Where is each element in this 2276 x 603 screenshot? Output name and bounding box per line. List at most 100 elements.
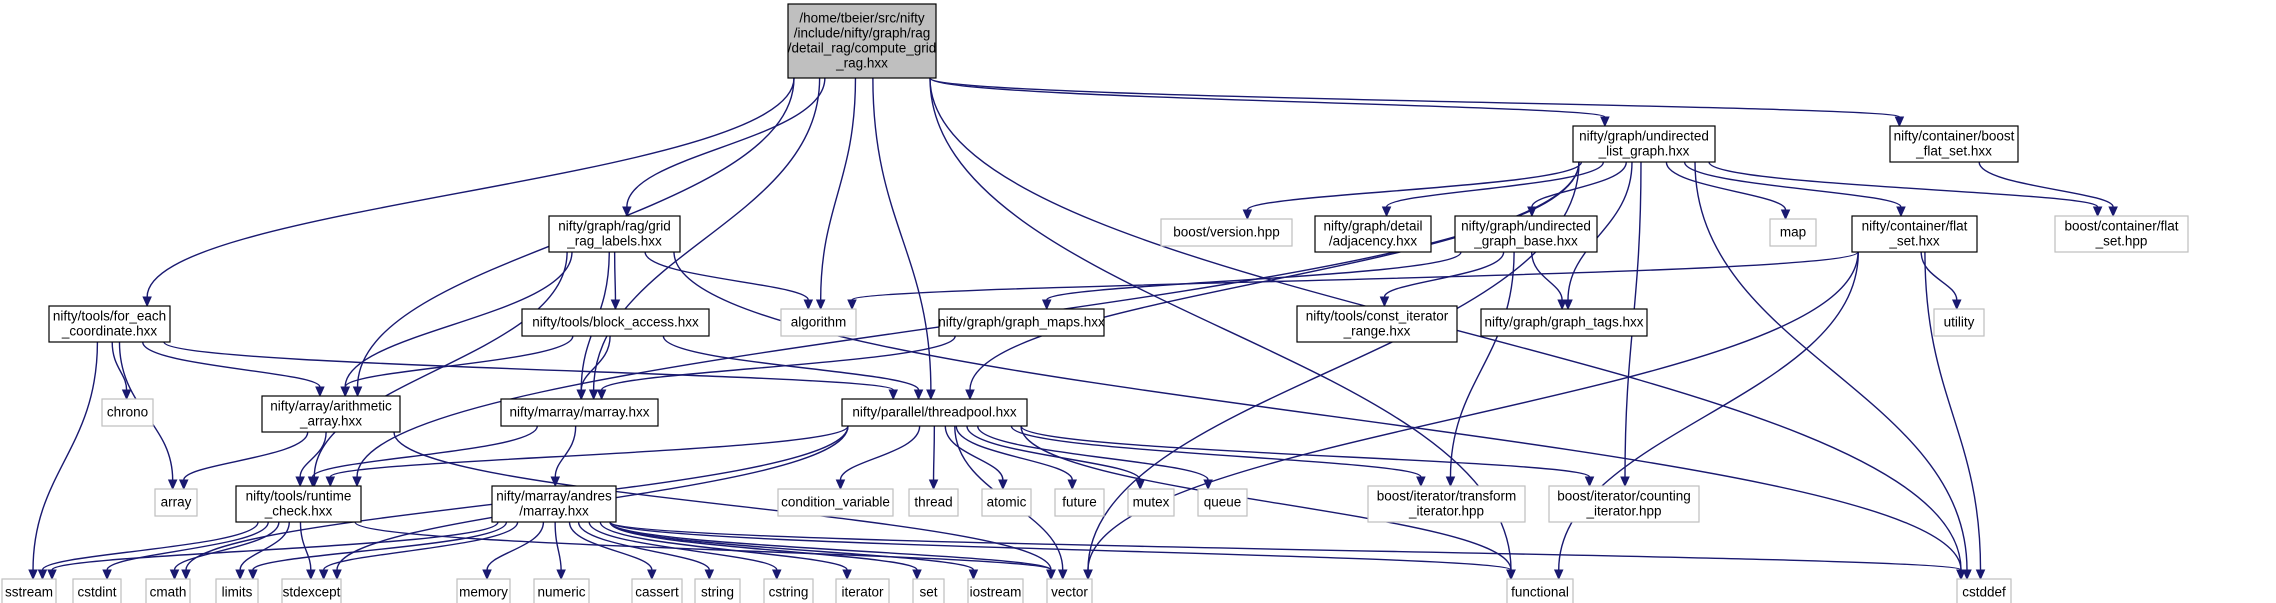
edge-line — [929, 77, 1606, 118]
edge-container-boost-flat-set-to-boost-container-flat-set — [1978, 161, 2118, 218]
node-label-line: nifty/graph/undirected — [1579, 129, 1709, 144]
node-box — [101, 398, 154, 427]
node-label-line: _iterator.hpp — [1408, 504, 1484, 519]
edge-line — [554, 521, 562, 571]
edge-line — [609, 521, 975, 571]
node-label-line: numeric — [537, 585, 585, 600]
edge-arrowhead — [235, 569, 245, 581]
edge-for-each-coordinate-to-arithmetic-array — [142, 341, 325, 398]
node-undirected-list-graph[interactable]: nifty/graph/undirected_list_graph.hxx — [1572, 125, 1716, 163]
edge-arrowhead — [1620, 476, 1630, 488]
edge-arrowhead — [1242, 209, 1253, 221]
node-box — [235, 485, 362, 523]
node-box — [456, 578, 511, 603]
edge-graph-maps-to-marray — [596, 335, 956, 401]
node-for-each-coordinate[interactable]: nifty/tools/for_each_coordinate.hxx — [48, 305, 171, 343]
node-label-line: mutex — [1133, 495, 1170, 510]
node-block-access[interactable]: nifty/tools/block_access.hxx — [521, 308, 710, 337]
node-box — [967, 578, 1024, 603]
node-undirected-graph-base[interactable]: nifty/graph/undirected_graph_base.hxx — [1454, 215, 1598, 253]
edge-arrowhead — [142, 296, 152, 308]
edge-arrowhead — [315, 386, 325, 398]
node-future: future — [1054, 488, 1105, 517]
edge-arrowhead — [1563, 299, 1573, 311]
node-box — [491, 485, 617, 523]
edge-runtime-check-to-cmath — [169, 521, 280, 581]
edge-line — [609, 521, 1962, 571]
edge-arrowhead — [1956, 569, 1966, 581]
node-atomic: atomic — [981, 488, 1032, 517]
node-box — [1314, 215, 1432, 253]
node-detail-adjacency[interactable]: nifty/graph/detail/adjacency.hxx — [1314, 215, 1432, 253]
edge-arrowhead — [1952, 299, 1962, 311]
node-marray[interactable]: nifty/marray/marray.hxx — [500, 398, 659, 427]
nodes-layer: /home/tbeier/src/nifty/include/nifty/gra… — [1, 3, 2189, 603]
edge-arrowhead — [2092, 206, 2103, 218]
edge-line — [239, 521, 290, 571]
edge-arrowhead — [1975, 569, 1986, 581]
node-box — [1296, 305, 1458, 343]
node-const-iterator-range[interactable]: nifty/tools/const_iterator_range.hxx — [1296, 305, 1458, 343]
edge-marray-to-andres-marray — [550, 425, 577, 488]
edge-line — [1531, 251, 1563, 301]
node-label-line: atomic — [987, 495, 1027, 510]
edge-arrowhead — [926, 389, 936, 401]
edge-line — [1683, 161, 1902, 208]
node-graph-tags[interactable]: nifty/graph/graph_tags.hxx — [1480, 308, 1648, 337]
edge-arrowhead — [1057, 569, 1068, 581]
node-andres-marray[interactable]: nifty/marray/andres/marray.hxx — [491, 485, 617, 523]
edge-arrowhead — [912, 569, 922, 581]
node-container-boost-flat-set[interactable]: nifty/container/boost_flat_set.hxx — [1889, 125, 2019, 163]
node-container-flat-set[interactable]: nifty/container/flat_set.hxx — [1851, 215, 1978, 253]
edge-threadpool-to-transform-iterator — [1010, 425, 1426, 488]
node-label-line: boost/iterator/counting — [1557, 489, 1691, 504]
node-label-line: nifty/parallel/threadpool.hxx — [852, 405, 1017, 420]
edge-compute-grid-rag-to-container-boost-flat-set — [929, 77, 1905, 128]
edge-arrowhead — [1962, 569, 1972, 581]
edge-arrowhead — [1041, 299, 1052, 311]
edge-threadpool-to-future — [955, 425, 1078, 491]
node-label-line: nifty/graph/graph_tags.hxx — [1484, 315, 1643, 330]
node-label-line: _set.hxx — [1888, 234, 1940, 249]
node-grid-rag-labels[interactable]: nifty/graph/rag/grid_rag_labels.hxx — [548, 215, 681, 253]
edge-container-flat-set-to-cstddef — [1924, 251, 1986, 581]
node-label-line: nifty/graph/undirected — [1461, 219, 1591, 234]
edge-arrowhead — [352, 386, 363, 398]
edge-arrowhead — [1083, 569, 1093, 581]
node-label-line: _iterator.hpp — [1585, 504, 1661, 519]
edge-arrowhead — [248, 569, 258, 581]
edge-line — [599, 521, 848, 571]
edge-line — [588, 521, 778, 571]
edge-arrowhead — [295, 476, 305, 488]
edge-compute-grid-rag-to-threadpool — [872, 77, 936, 401]
node-runtime-check[interactable]: nifty/tools/runtime_check.hxx — [235, 485, 362, 523]
node-arithmetic-array[interactable]: nifty/array/arithmetic_array.hxx — [261, 395, 401, 433]
node-threadpool[interactable]: nifty/parallel/threadpool.hxx — [841, 398, 1028, 427]
edge-line — [554, 425, 577, 478]
edge-block-access-to-threadpool — [662, 335, 924, 401]
edge-arrowhead — [1379, 296, 1390, 308]
edge-andres-marray-to-string — [577, 521, 715, 581]
edge-grid-rag-labels-to-algorithm — [644, 251, 814, 311]
node-box — [1367, 485, 1526, 523]
edge-line — [354, 521, 1052, 571]
edge-line — [163, 341, 894, 391]
edge-line — [932, 425, 936, 481]
edge-undirected-graph-base-to-graph-maps — [1041, 251, 1462, 311]
edge-andres-marray-to-stdexcept — [318, 521, 519, 581]
edge-line — [1046, 251, 1462, 301]
edge-arrowhead — [1135, 479, 1145, 491]
edge-for-each-coordinate-to-sstream — [28, 341, 99, 581]
node-box — [548, 215, 681, 253]
node-box — [521, 308, 710, 337]
edge-line — [966, 425, 1141, 481]
node-box — [1054, 488, 1105, 517]
edge-arrowhead — [576, 389, 587, 401]
node-label-line: _flat_set.hxx — [1915, 144, 1992, 159]
edge-andres-marray-to-cstring — [588, 521, 782, 581]
node-label-line: _set.hpp — [2095, 234, 2148, 249]
edge-line — [1449, 251, 1515, 478]
node-graph-maps[interactable]: nifty/graph/graph_maps.hxx — [938, 308, 1105, 337]
node-mutex: mutex — [1127, 488, 1175, 517]
